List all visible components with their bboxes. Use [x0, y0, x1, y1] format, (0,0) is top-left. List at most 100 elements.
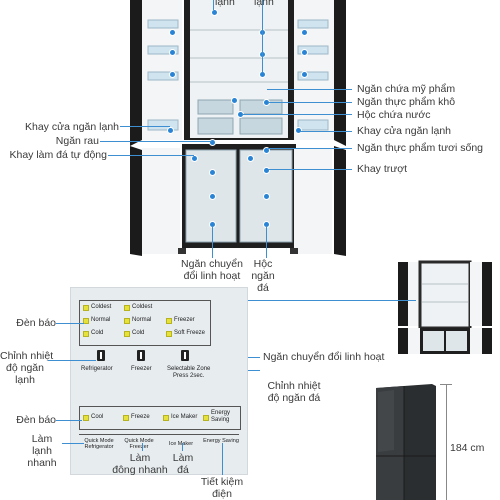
led-indicator	[83, 415, 89, 421]
label-door-tray-left: Khay cửa ngăn lạnh	[24, 121, 119, 133]
refrigerator-switch-label: Refrigerator	[81, 366, 113, 372]
marker-dot	[192, 156, 197, 161]
marker-dot	[264, 148, 269, 153]
marker-dot	[264, 194, 269, 199]
label-door-tray-right: Khay cửa ngăn lạnh	[357, 125, 452, 137]
quick-mode-freezer-button[interactable]: Quick Mode Freezer	[124, 438, 154, 450]
dimension-line	[446, 384, 447, 500]
fridge-led-coldest: Coldest	[91, 304, 112, 310]
led-indicator	[166, 318, 172, 324]
flex-led-freezer: Freezer	[174, 317, 195, 323]
led-indicator	[166, 331, 172, 337]
led-indicator	[124, 331, 130, 337]
label-slide-tray: Khay trượt	[357, 163, 408, 175]
leader-line	[142, 443, 143, 451]
led-freeze-label: Freeze	[131, 414, 150, 420]
fridge-small-illustration	[398, 260, 492, 354]
leader-line	[182, 443, 183, 451]
marker-dot	[212, 10, 217, 15]
leader-line	[268, 169, 352, 170]
led-indicator	[163, 415, 169, 421]
label-dry-food: Ngăn thực phẩm khô	[357, 96, 456, 108]
leader-line	[56, 323, 84, 324]
marker-dot	[210, 140, 215, 145]
label-fresh-food: Ngăn thực phẩm tươi sống	[357, 142, 484, 154]
label-flex-zone: Ngăn chuyển đổi linh hoạt	[263, 351, 385, 363]
marker-dot	[264, 222, 269, 227]
ice-maker-button[interactable]: Ice Maker	[168, 441, 194, 447]
leader-line	[62, 443, 84, 444]
freezer-switch[interactable]	[137, 350, 145, 361]
marker-dot	[302, 50, 307, 55]
freezer-switch-label: Freezer	[131, 366, 152, 372]
marker-dot	[264, 168, 269, 173]
leader-line	[268, 148, 352, 149]
led-indicator	[83, 305, 89, 311]
led-indicator	[203, 415, 209, 421]
leader-line	[56, 420, 82, 421]
marker-dot	[302, 30, 307, 35]
marker-dot	[264, 100, 269, 105]
selectable-zone-label: Selectable Zone Press 2sec.	[167, 366, 211, 379]
led-ice-maker-label: Ice Maker	[171, 414, 198, 420]
leader-line	[266, 226, 267, 258]
marker-dot	[170, 72, 175, 77]
marker-dot	[296, 128, 301, 133]
energy-saving-button[interactable]: Energy Saving	[203, 438, 239, 444]
height-dimension: 184 cm	[450, 442, 485, 454]
leader-line	[242, 114, 352, 115]
label-quick-cool: Làm lạnh nhanh	[27, 433, 57, 469]
control-panel: Coldest Normal Cold Coldest Normal Cold …	[70, 287, 248, 475]
led-indicator	[124, 318, 130, 324]
marker-dot	[168, 128, 173, 133]
marker-dot	[248, 156, 253, 161]
label-freezer-box: Hộc ngăn đá	[251, 258, 275, 294]
fridge-open-illustration	[130, 0, 346, 256]
freezer-led-cold: Cold	[132, 330, 145, 336]
label-vegetable: Ngăn rau	[55, 135, 99, 147]
label-ice: Làm đá	[172, 452, 194, 476]
label-freezer-temp: Chỉnh nhiệt độ ngăn đá	[267, 380, 321, 404]
leader-line	[262, 0, 263, 72]
freezer-led-normal: Normal	[132, 317, 152, 323]
leader-line	[222, 443, 223, 475]
label-water-box: Hộc chứa nước	[357, 109, 431, 121]
dimension-tick	[440, 384, 452, 385]
label-indicator-1: Đèn báo	[16, 317, 56, 329]
freezer-led-coldest: Coldest	[132, 304, 153, 310]
label-top-left: lạnh	[215, 0, 235, 8]
marker-dot	[210, 222, 215, 227]
function-led-group	[79, 406, 241, 430]
label-cosmetics: Ngăn chứa mỹ phẩm	[357, 83, 456, 95]
refrigerator-switch[interactable]	[97, 350, 105, 361]
marker-dot	[238, 112, 243, 117]
label-quick-freeze: Làm đông nhanh	[112, 452, 168, 476]
led-indicator	[123, 415, 129, 421]
leader-line	[267, 89, 352, 90]
marker-dot	[170, 30, 175, 35]
label-flex-drawer: Ngăn chuyển đổi linh hoạt	[181, 258, 243, 282]
marker-dot	[232, 98, 237, 103]
flex-led-soft-freeze: Soft Freeze	[174, 330, 206, 336]
led-indicator	[83, 318, 89, 324]
marker-dot	[302, 72, 307, 77]
label-top-center: lạnh	[254, 0, 274, 8]
leader-line	[300, 131, 352, 132]
fridge-led-cold: Cold	[91, 330, 104, 336]
leader-line	[100, 141, 212, 142]
fridge-led-normal: Normal	[91, 317, 111, 323]
leader-line	[212, 226, 213, 258]
marker-dot	[170, 50, 175, 55]
fridge-closed-illustration	[376, 384, 436, 500]
marker-dot	[210, 194, 215, 199]
leader-line	[48, 360, 96, 361]
label-fridge-temp: Chỉnh nhiệt độ ngăn lạnh	[0, 350, 54, 386]
quick-mode-refrigerator-button[interactable]: Quick Mode Refrigerator	[84, 438, 114, 450]
button-divider	[79, 434, 239, 435]
leader-line	[246, 300, 416, 301]
marker-dot	[260, 72, 265, 77]
selectable-zone-switch[interactable]	[181, 350, 189, 361]
led-cool-label: Cool	[91, 414, 104, 420]
leader-line	[108, 155, 194, 156]
label-energy: Tiết kiệm điện	[200, 476, 244, 500]
